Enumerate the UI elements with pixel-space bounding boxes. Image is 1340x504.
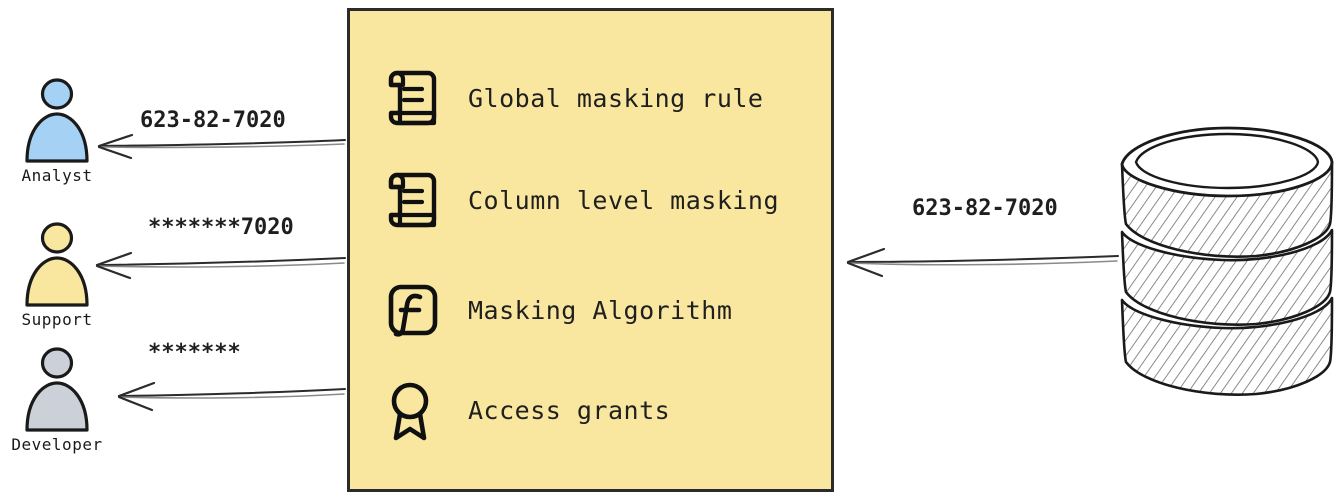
policy-label: Global masking rule [468,83,764,113]
actor-developer: Developer [0,347,117,454]
arrow-to-support [95,251,346,280]
actor-label-analyst: Analyst [21,166,93,185]
policy-label: Column level masking [468,185,780,215]
person-icon [7,78,107,164]
policy-label: Masking Algorithm [468,295,733,325]
policy-row: Global masking rule [384,67,763,129]
function-icon [384,279,442,341]
policy-row: Column level masking [384,169,779,231]
arrow-from-database [846,247,1119,278]
award-ribbon-icon [384,379,442,441]
flow-label-support: *******7020 [148,215,294,240]
policy-row: Access grants [384,379,670,441]
person-icon [7,222,107,308]
flow-label-source: 623-82-7020 [912,196,1058,221]
actor-label-support: Support [21,310,93,329]
database-cylinder-icon [1116,118,1338,404]
scroll-icon [384,169,442,231]
scroll-icon [384,67,442,129]
actor-analyst: Analyst [0,78,117,185]
actor-label-developer: Developer [11,435,103,454]
policy-label: Access grants [468,395,671,425]
policy-row: Masking Algorithm [384,279,732,341]
arrow-to-developer [117,381,346,412]
arrow-to-analyst [97,133,346,160]
person-icon [7,347,107,433]
policy-panel: Global masking rule Column level masking… [347,8,834,492]
actor-support: Support [0,222,117,329]
flow-label-analyst: 623-82-7020 [140,108,286,133]
flow-label-developer: ******* [148,340,241,365]
